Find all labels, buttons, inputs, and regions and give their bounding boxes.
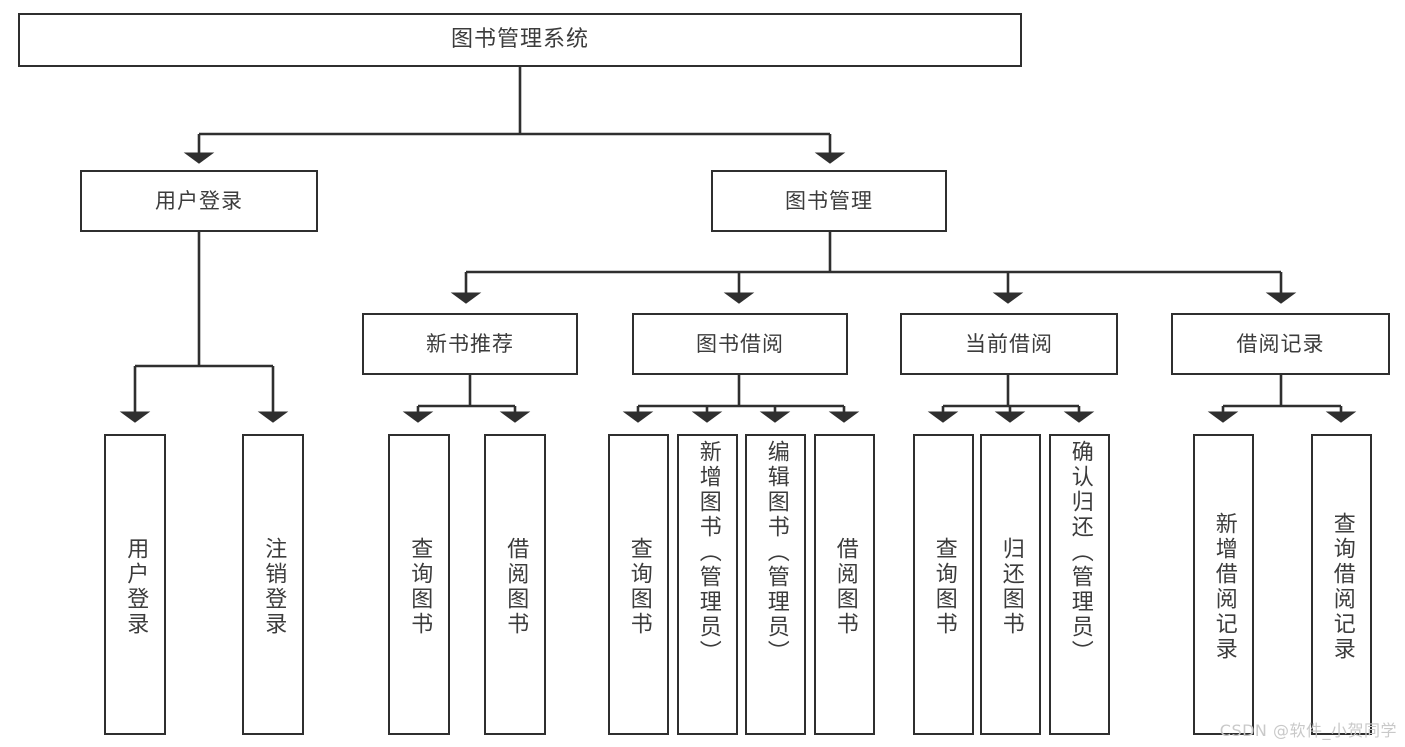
leaf-label-wrap: 新增借阅记录 <box>1195 436 1252 733</box>
leaf-current-confirm-return-admin[interactable]: 确认归还（管理员） <box>1049 434 1110 735</box>
leaf-current-return-book[interactable]: 归还图书 <box>980 434 1041 735</box>
leaf-label-wrap: 借阅图书 <box>816 436 873 733</box>
leaf-label-wrap: 查询图书 <box>610 436 667 733</box>
node-label: 确认归还（管理员） <box>1067 440 1093 665</box>
leaf-user-login-login[interactable]: 用户登录 <box>104 434 166 735</box>
node-label: 新增借阅记录 <box>1211 511 1237 662</box>
leaf-label-wrap: 注销登录 <box>244 436 302 733</box>
leaf-user-login-logout[interactable]: 注销登录 <box>242 434 304 735</box>
node-label: 图书管理系统 <box>450 27 589 53</box>
node-new-book-recommend[interactable]: 新书推荐 <box>362 313 578 375</box>
node-borrow-record[interactable]: 借阅记录 <box>1171 313 1390 375</box>
leaf-label-wrap: 归还图书 <box>982 436 1039 733</box>
node-label: 注销登录 <box>261 536 287 637</box>
leaf-label-wrap: 查询图书 <box>915 436 972 733</box>
node-label: 查询图书 <box>407 536 433 637</box>
leaf-label-wrap: 查询借阅记录 <box>1313 436 1370 733</box>
node-label: 图书管理 <box>785 188 873 213</box>
node-label: 新书推荐 <box>426 331 514 356</box>
node-label: 借阅记录 <box>1236 331 1325 356</box>
node-root-system[interactable]: 图书管理系统 <box>18 13 1022 67</box>
node-label: 编辑图书（管理员） <box>763 440 789 665</box>
leaf-label-wrap: 用户登录 <box>106 436 164 733</box>
node-label: 借阅图书 <box>503 536 529 637</box>
node-label: 借阅图书 <box>832 536 858 637</box>
watermark-text: CSDN @软件_小贺同学 <box>1219 721 1397 740</box>
node-label: 用户登录 <box>123 536 149 637</box>
leaf-new-book-query[interactable]: 查询图书 <box>388 434 450 735</box>
leaf-borrow-borrow-book[interactable]: 借阅图书 <box>814 434 875 735</box>
node-book-management[interactable]: 图书管理 <box>711 170 947 232</box>
leaf-borrow-edit-book-admin[interactable]: 编辑图书（管理员） <box>745 434 806 735</box>
node-label: 图书借阅 <box>696 331 784 356</box>
leaf-label-wrap: 借阅图书 <box>486 436 544 733</box>
node-current-borrow[interactable]: 当前借阅 <box>900 313 1118 375</box>
leaf-label-wrap: 查询图书 <box>390 436 448 733</box>
leaf-borrow-add-book-admin[interactable]: 新增图书（管理员） <box>677 434 738 735</box>
leaf-record-add-record[interactable]: 新增借阅记录 <box>1193 434 1254 735</box>
leaf-borrow-query-book[interactable]: 查询图书 <box>608 434 669 735</box>
node-book-borrow[interactable]: 图书借阅 <box>632 313 848 375</box>
node-label: 新增图书（管理员） <box>695 440 721 665</box>
leaf-label-wrap: 编辑图书（管理员） <box>747 436 804 733</box>
node-label: 查询图书 <box>626 536 652 637</box>
leaf-label-wrap: 确认归还（管理员） <box>1051 436 1108 733</box>
node-label: 归还图书 <box>998 536 1024 637</box>
leaf-label-wrap: 新增图书（管理员） <box>679 436 736 733</box>
node-label: 用户登录 <box>155 188 243 213</box>
leaf-new-book-borrow[interactable]: 借阅图书 <box>484 434 546 735</box>
leaf-current-query-book[interactable]: 查询图书 <box>913 434 974 735</box>
node-user-login[interactable]: 用户登录 <box>80 170 318 232</box>
node-label: 查询借阅记录 <box>1329 511 1355 662</box>
node-label: 当前借阅 <box>965 331 1053 356</box>
node-label: 查询图书 <box>931 536 957 637</box>
leaf-record-query-record[interactable]: 查询借阅记录 <box>1311 434 1372 735</box>
